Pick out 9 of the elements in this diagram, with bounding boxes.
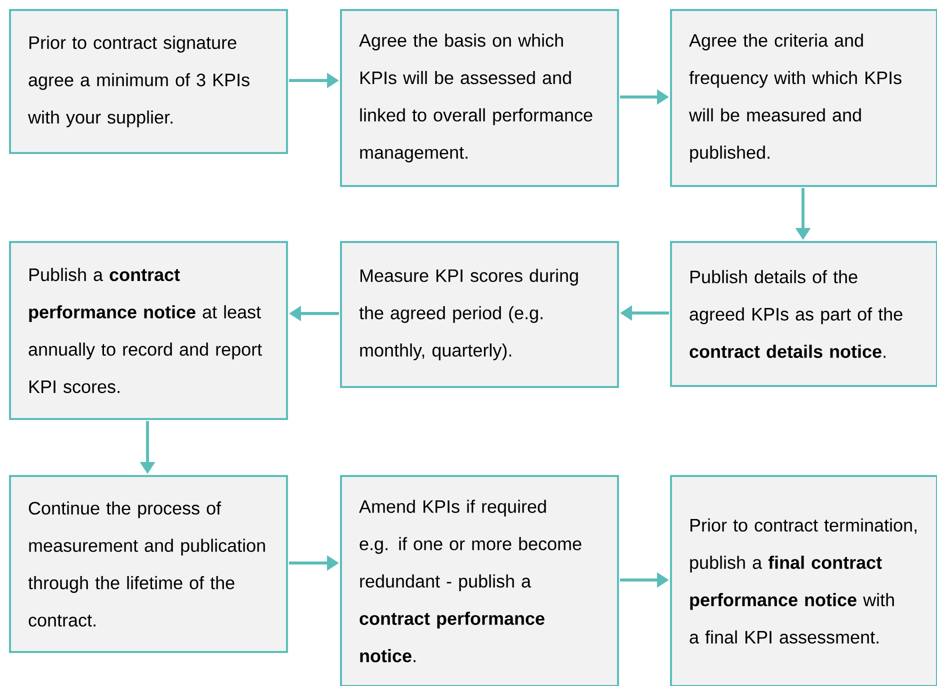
process-box: Agree the criteria and frequency with which KPIs will be measured and published.: [670, 9, 937, 187]
process-box: Continue the process of measurement and publication through the lifetime of the contract.: [9, 475, 288, 653]
process-box: Agree the basis on which KPIs will be assessed and linked to overall performance management.: [340, 9, 619, 187]
process-box: Publish details of the agreed KPIs as part of the contract details notice.: [670, 241, 937, 387]
process-box: Prior to contract termination, publish a final contract performance notice with a final KPI assessment.: [670, 475, 937, 686]
process-box: Measure KPI scores during the agreed period (e.g. monthly, quarterly).: [340, 241, 619, 388]
process-box: Prior to contract signature agree a minimum of 3 KPIs with your supplier.: [9, 9, 288, 154]
process-box: Amend KPIs if required e.g. if one or more become redundant - publish a contract performance notice.: [340, 475, 619, 686]
process-box: Publish a contract performance notice at least annually to record and report KPI scores.: [9, 241, 288, 420]
